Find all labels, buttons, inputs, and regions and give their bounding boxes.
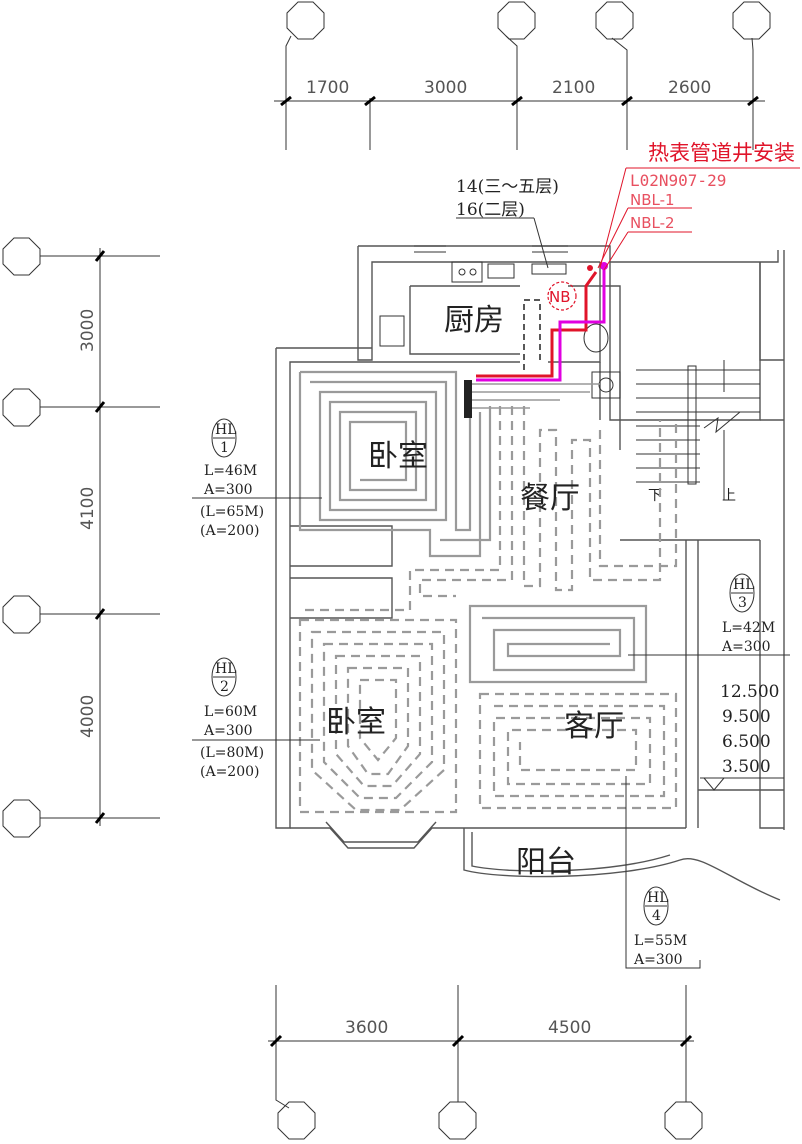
kitchen-fixtures [379,245,621,399]
room-bedroom-2: 卧室 [326,705,386,740]
heat-meter-ref: L02N907-29 [630,171,726,190]
walls [275,245,785,901]
hl3-tag: HL [733,577,755,593]
stair-down: 下 [648,488,662,504]
stove-icon [451,261,483,283]
elevation-2: 9.500 [722,707,771,727]
top-dim-4: 2600 [668,78,711,98]
hl2-spacing: A=300 [203,723,253,739]
room-bedroom-1: 卧室 [368,439,428,474]
axis-bubble-top-3 [595,1,634,40]
hl4-length: L=55M [634,933,687,949]
elevation-3: 6.500 [722,732,771,752]
top-dim-2: 3000 [424,78,467,98]
room-living: 客厅 [564,709,624,744]
pipe-note-leader [456,217,549,269]
loop-label-hl1: HL 1 L=46M A=300 (L=65M) (A=200) [192,418,322,539]
stair [636,360,760,500]
hl3-num: 3 [738,595,747,611]
nb-label: NB [549,288,571,306]
top-axis: 1700 3000 2100 2600 [274,1,771,150]
axis-bubble-left-1 [2,237,41,276]
loop-label-hl4: HL 4 L=55M A=300 [625,776,701,969]
pipe-note-line2: 16(二层) [456,200,525,220]
loop-label-hl3: HL 3 L=42M A=300 [628,573,790,656]
elevation-1: 12.500 [720,682,779,702]
pipe-note-line1: 14(三～五层) [456,177,559,197]
top-dim-3: 2100 [552,78,595,98]
sink-icon [379,315,405,347]
stair-up: 上 [722,488,736,504]
heat-meter-nbl2: NBL-2 [630,214,675,232]
axis-bubble-bottom-1 [277,1101,316,1140]
hl2-tag: HL [215,661,237,677]
left-dim-1: 3000 [78,309,98,352]
hl1-spacing: A=300 [203,482,253,498]
top-dim-1: 1700 [306,78,349,98]
hl2-num: 2 [220,679,229,695]
left-dim-3: 4000 [78,695,98,738]
left-axis: 3000 4100 4000 [2,237,160,838]
left-dim-2: 4100 [78,487,98,530]
axis-bubble-top-2 [497,1,536,40]
loop-label-hl2: HL 2 L=60M A=300 (L=80M) (A=200) [192,657,320,780]
bottom-dim-2: 4500 [548,1018,591,1038]
washbasin-icon [591,371,621,399]
hl1-spacing-alt: (A=200) [200,523,260,539]
toilet-icon [583,323,609,353]
hl3-spacing: A=300 [721,639,771,655]
axis-bubble-top-1 [286,1,325,40]
axis-bubble-bottom-2 [438,1101,477,1140]
hl4-num: 4 [652,908,661,924]
bottom-dim-1: 3600 [345,1018,388,1038]
hl1-length: L=46M [204,463,257,479]
elevation-4: 3.500 [722,757,771,777]
hl1-num: 1 [220,440,229,456]
heat-meter-nbl1: NBL-1 [630,191,675,209]
hl1-tag: HL [215,422,237,438]
supply-pipes [476,262,608,382]
room-kitchen: 厨房 [444,303,504,338]
hl2-length-alt: (L=80M) [200,745,264,761]
bottom-axis: 3600 4500 [268,985,703,1140]
hl1-length-alt: (L=65M) [200,504,264,520]
room-balcony: 阳台 [516,845,576,880]
axis-bubble-left-2 [2,388,41,427]
elevations: 12.500 9.500 6.500 3.500 [700,682,784,791]
axis-bubble-left-3 [2,595,41,634]
heating-coils [298,370,678,814]
axis-bubble-bottom-3 [664,1101,703,1140]
heat-meter-title: 热表管道井安装 [648,141,795,165]
hl2-spacing-alt: (A=200) [200,764,260,780]
axis-bubble-left-4 [2,799,41,838]
nb-circle [547,281,577,311]
room-dining: 餐厅 [520,481,580,516]
heat-meter-leader [597,167,800,271]
hl4-spacing: A=300 [633,952,683,968]
hl4-tag: HL [647,890,669,906]
manifold [464,380,600,418]
hl3-length: L=42M [722,620,775,636]
hl2-length: L=60M [204,704,257,720]
axis-bubble-top-4 [732,1,771,40]
